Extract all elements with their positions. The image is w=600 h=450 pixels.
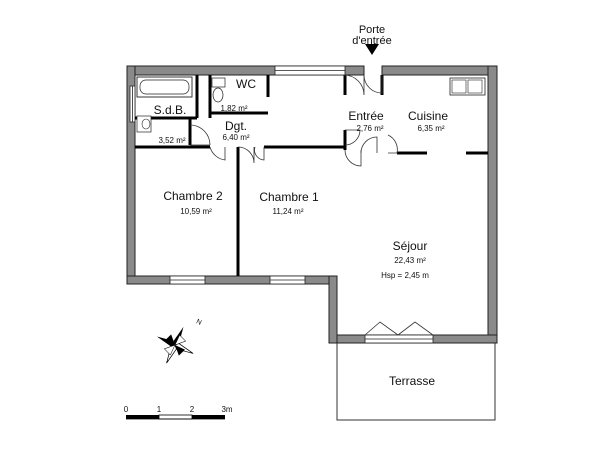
- bathtub: [136, 76, 193, 98]
- interior-walls: [135, 75, 488, 276]
- room-cuisine-name: Cuisine: [408, 109, 448, 123]
- room-sdb-area: 3,52 m²: [158, 136, 185, 145]
- scale-bar: [126, 414, 225, 420]
- room-terrasse-name: Terrasse: [389, 374, 435, 388]
- kitchen-sink: [449, 77, 486, 96]
- door-swings: [189, 74, 434, 336]
- scale-tick-1: 1: [157, 405, 162, 414]
- entrance-arrow-icon: [365, 44, 379, 55]
- scale-tick-0: 0: [124, 405, 129, 414]
- room-entree-name: Entrée: [348, 109, 384, 123]
- toilet: [211, 77, 226, 103]
- room-dgt-name: Dgt.: [225, 119, 247, 133]
- room-entree-area: 2,76 m²: [356, 124, 383, 133]
- entrance-label-line1: Porte: [359, 24, 385, 36]
- scale-tick-2: 2: [190, 405, 195, 414]
- room-sejour-name: Séjour: [393, 239, 428, 253]
- room-wc-area: 1,82 m²: [220, 104, 247, 113]
- room-sejour-area: 22,43 m²: [394, 256, 426, 265]
- compass-rose-icon: [156, 326, 194, 364]
- room-sejour-height: Hsp = 2,45 m: [381, 271, 429, 280]
- room-chambre2-area: 10,59 m²: [180, 207, 212, 216]
- room-sdb-name: S.d.B.: [154, 103, 187, 117]
- entrance-label-line2: d'entrée: [352, 35, 391, 47]
- room-chambre1-area: 11,24 m²: [273, 207, 304, 216]
- compass-north-label: N: [195, 318, 203, 326]
- room-chambre2-name: Chambre 2: [163, 189, 223, 203]
- washbasin: [136, 115, 152, 133]
- room-cuisine-area: 6,35 m²: [417, 124, 444, 133]
- room-dgt-area: 6,40 m²: [222, 133, 249, 142]
- room-wc-name: WC: [236, 77, 256, 91]
- windows: [129, 65, 434, 344]
- scale-tick-3: 3m: [221, 405, 232, 414]
- terrace-area: [336, 342, 496, 421]
- room-chambre1-name: Chambre 1: [259, 190, 319, 204]
